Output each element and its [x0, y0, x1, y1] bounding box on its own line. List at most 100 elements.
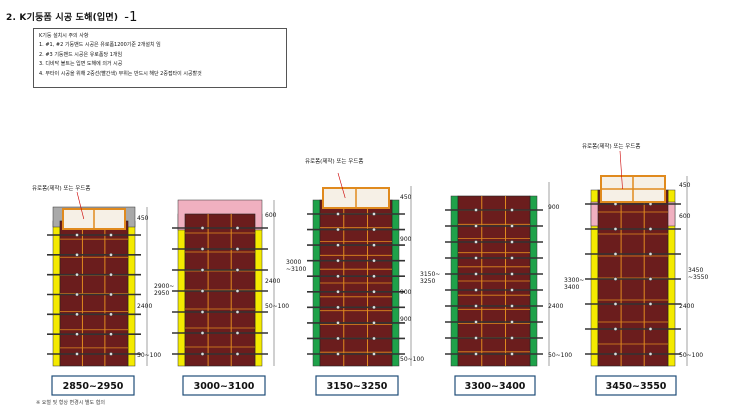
bolt	[510, 272, 514, 276]
bolt	[109, 332, 113, 336]
bolt	[109, 292, 113, 297]
bolt	[613, 227, 618, 231]
bolt	[200, 289, 205, 293]
range-label: 3300~3400	[465, 381, 526, 392]
range-label-box	[315, 375, 399, 396]
range-label-box	[595, 375, 677, 396]
leader-line	[337, 172, 346, 199]
bolt	[109, 253, 113, 257]
bolt	[510, 256, 514, 260]
bolt	[235, 352, 240, 356]
bolt	[510, 320, 514, 324]
top-note-label: 유로폼(제작) 또는 우드폼	[582, 142, 640, 150]
dimension-label: 50~100	[548, 352, 572, 359]
bolt	[235, 331, 240, 335]
dimension-label: 900	[400, 236, 412, 243]
notes-line: 4. 무타이 시공을 위해 2중선(빨간색) 부위는 반드시 해단 2중접타이 …	[39, 70, 202, 77]
bolt	[235, 247, 240, 251]
top-note-label: 유로폼(제작) 또는 우드폼	[305, 157, 363, 165]
side-panel-left	[52, 220, 61, 367]
bolt	[372, 227, 376, 232]
column-elevation	[47, 191, 148, 396]
bolt	[200, 268, 205, 272]
bolt	[336, 336, 340, 341]
range-label-box	[454, 375, 536, 396]
side-panel-right	[529, 195, 538, 367]
bolt	[336, 243, 340, 247]
bolt	[648, 252, 653, 256]
bolt	[510, 352, 514, 356]
dimension-label: 900	[400, 316, 412, 323]
dimension-label: 50~100	[265, 303, 289, 310]
bolt	[474, 224, 478, 228]
column-elevation	[172, 199, 275, 396]
column-elevation	[445, 182, 550, 396]
bolt	[510, 288, 514, 292]
bolt	[336, 212, 340, 216]
column-elevation	[585, 150, 688, 396]
bolt	[648, 302, 653, 306]
dimension-label: 50~100	[679, 352, 703, 359]
dimension-label: 3000~3100	[286, 259, 306, 273]
bolt	[235, 289, 240, 293]
bolt	[474, 320, 478, 324]
bolt	[474, 272, 478, 276]
bolt	[474, 240, 478, 244]
bolt	[613, 327, 618, 331]
bolt	[235, 226, 240, 230]
bolt	[372, 212, 376, 216]
dimension-label: 3450~3550	[688, 267, 708, 281]
range-label: 2850~2950	[63, 381, 124, 392]
notes-line: 1. #1, #2 기둥밴드 시공은 유로폼1200기준 2개설치 임	[39, 42, 161, 49]
bolt	[648, 277, 653, 281]
dimension-label: 900	[400, 289, 412, 296]
side-panel-left	[312, 199, 321, 367]
bolt	[613, 277, 618, 281]
top-note-label: 유로폼(제작) 또는 우드폼	[32, 184, 90, 192]
bolt	[200, 247, 205, 251]
range-label: 3150~3250	[327, 381, 388, 392]
bolt	[109, 233, 113, 237]
dimension-label: 50~100	[400, 356, 424, 363]
bolt	[75, 292, 79, 297]
side-panel-left	[177, 213, 186, 367]
dimension-label: 450	[400, 194, 412, 201]
side-panel-right	[254, 213, 263, 367]
dimension-label: 3150~3250	[420, 271, 440, 285]
notes-line: 2. #3 기둥밴드 시공은 유로폼당 1개임	[39, 51, 123, 58]
leader-line	[619, 150, 623, 190]
bolt	[336, 274, 340, 279]
side-panel-left	[450, 195, 459, 367]
leader-line	[76, 191, 85, 220]
notes-heading: K기둥 설치시 주의 사항	[39, 33, 89, 39]
bolt	[235, 310, 240, 314]
bolt	[75, 332, 79, 336]
dimension-label: 600	[265, 212, 277, 219]
notes-box: K기둥 설치시 주의 사항 1. #1, #2 기둥밴드 시공은 유로폼1200…	[33, 28, 287, 88]
dimension-label: 2400	[137, 303, 152, 310]
bolt	[613, 352, 618, 356]
dimension-label: 600	[679, 213, 691, 220]
bolt	[235, 268, 240, 272]
dimension-label: 2400	[548, 303, 563, 310]
bolt	[474, 288, 478, 292]
bolt	[109, 272, 113, 277]
bolt	[75, 352, 79, 356]
side-panel-right	[391, 199, 400, 367]
bolt	[75, 272, 79, 277]
side-panel-right	[127, 220, 136, 367]
bolt	[474, 256, 478, 260]
bolt	[109, 352, 113, 356]
range-label: 3450~3550	[606, 381, 667, 392]
dimension-label: 450	[137, 215, 149, 222]
bolt	[648, 352, 653, 356]
dimension-label: 50~100	[137, 352, 161, 359]
bolt	[336, 321, 340, 325]
range-label: 3000~3100	[194, 381, 255, 392]
dimension-label: 900	[548, 204, 560, 211]
bolt	[510, 304, 514, 308]
bolt	[372, 321, 376, 325]
dimension-label: 450	[679, 182, 691, 189]
bolt	[75, 233, 79, 237]
